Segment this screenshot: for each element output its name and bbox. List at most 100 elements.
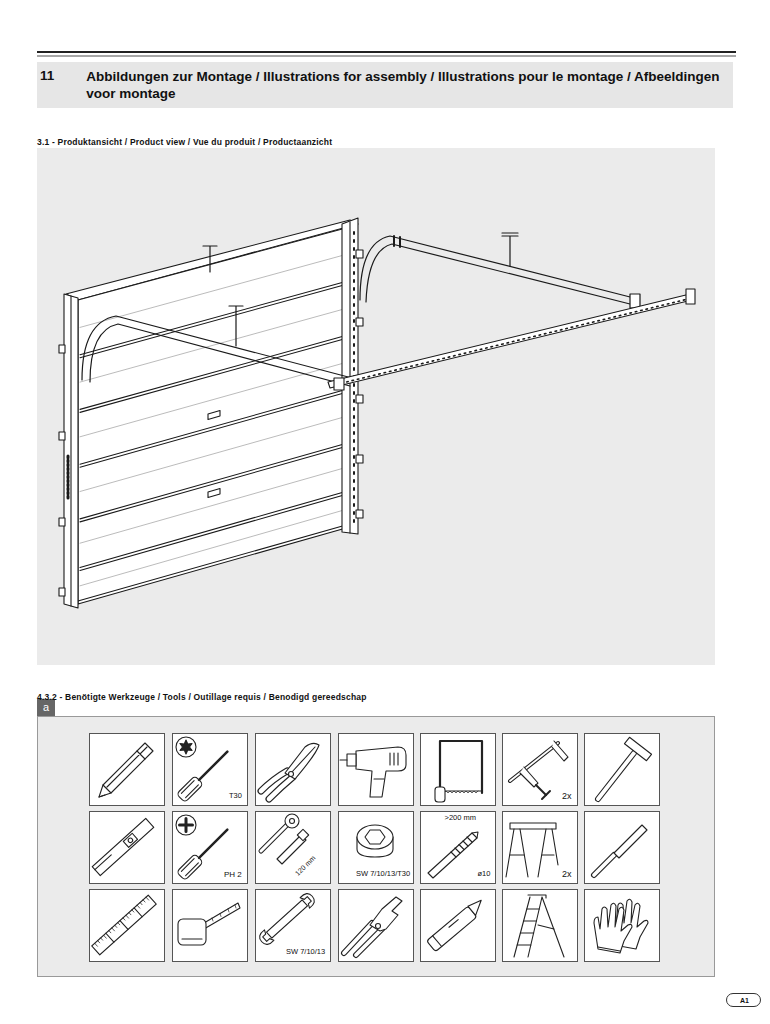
left-frame [59, 588, 65, 596]
stepladder-icon [517, 909, 539, 945]
utility-knife-icon [427, 906, 477, 951]
tape-measure-icon [204, 903, 240, 929]
hammer-icon [625, 737, 652, 760]
right-track [360, 236, 634, 300]
spirit-level-icon [127, 837, 133, 843]
trestle-icon [506, 829, 558, 877]
door-handles [208, 489, 220, 498]
phillips-screwdriver-icon [199, 830, 227, 858]
clamp-icon [552, 741, 568, 761]
torx-screwdriver-icon [181, 781, 198, 798]
pencil-icon [99, 743, 153, 797]
panel-grooves [80, 510, 344, 586]
right-track [360, 233, 640, 308]
product-panel [37, 148, 715, 665]
dimension: >200 mm [445, 814, 476, 823]
label-holder: 4.3.2 - Benötigte Werkzeuge / Tools / Ou… [37, 686, 367, 704]
spirit-level-icon [95, 855, 111, 870]
panel-grooves [80, 309, 344, 382]
hacksaw-icon [435, 787, 445, 802]
page-number: A1 [740, 997, 749, 1005]
tool-cell: >200 mmø10 [420, 811, 495, 883]
opener-rail [334, 378, 344, 390]
drill-bit-icon [472, 832, 478, 838]
drill-icon [347, 754, 356, 766]
spirit-level-icon [123, 833, 137, 847]
left-frame [64, 294, 78, 608]
tool-cells [256, 812, 331, 884]
left-track [82, 246, 352, 386]
tool-size: SW 7/10/13 [286, 948, 325, 957]
utility-knife-icon [427, 897, 488, 951]
tool-cells [90, 812, 165, 884]
chisel-icon [594, 855, 614, 875]
drill-icon [340, 753, 398, 779]
tool-cells [256, 890, 331, 962]
dimension: 120 mm [293, 854, 317, 878]
left-frame [70, 296, 71, 606]
tool-cell: SW 7/10/13/T30 [338, 811, 413, 883]
tape-measure-icon [182, 938, 202, 939]
right-frame [356, 455, 363, 463]
phillips-screwdriver-icon [181, 859, 198, 876]
figure-letter: a [43, 701, 49, 714]
tool-cells [421, 890, 496, 962]
panel-seams [80, 282, 344, 571]
left-frame [67, 456, 70, 500]
hammer-icon [598, 753, 634, 799]
utility-knife-icon [468, 897, 486, 915]
panel-grooves [80, 255, 344, 586]
tool-cell: 120 mm [255, 811, 330, 883]
tool-size: PH 2 [224, 870, 242, 879]
water-pump-pliers-icon [370, 897, 402, 931]
folding-ruler-icon [92, 895, 157, 955]
tool-cells [503, 812, 578, 884]
spirit-level-icon [92, 818, 154, 875]
socket-extension-icon [261, 814, 309, 864]
right-frame [356, 510, 363, 518]
tool-cell: T30 [172, 733, 247, 805]
opener-rail [328, 294, 692, 388]
socket-extension-icon [261, 825, 287, 851]
panel-seams [80, 492, 344, 571]
stepladder-icon [538, 925, 554, 929]
gloves-icon [598, 947, 620, 951]
drill-bit-icon [428, 832, 478, 878]
rule-lines [37, 51, 736, 53]
tool-cells [503, 890, 578, 962]
folding-ruler-icon [95, 897, 149, 946]
tool-cell: 2x [502, 811, 577, 883]
tape-measure-icon [212, 905, 236, 921]
tool-cells [339, 890, 414, 962]
tool-size: T30 [229, 792, 242, 801]
right-track [394, 236, 400, 247]
section-number: 11 [40, 68, 54, 84]
open-wrench-icon [257, 891, 317, 947]
torx-screwdriver-icon [176, 737, 196, 757]
open-wrench-icon [257, 891, 317, 947]
tools-panel [38, 717, 715, 977]
chisel-icon [614, 825, 647, 858]
spirit-level-icon [92, 818, 154, 875]
left-frame [59, 345, 65, 353]
right-track [630, 294, 640, 308]
door-handles [208, 411, 220, 498]
side-cutter-icon [261, 771, 293, 799]
left-frame [59, 294, 78, 608]
side-cutter-icon [289, 772, 294, 777]
pencil-icon [99, 743, 153, 797]
side-cutter-icon [261, 771, 293, 799]
clamp-icon [542, 791, 550, 799]
phillips-screwdriver-icon [176, 815, 232, 881]
torx-screwdriver-icon [176, 737, 232, 803]
stepladder-icon [514, 895, 564, 957]
figure-heading: 4.3.2 - Benötigte Werkzeuge / Tools / Ou… [37, 692, 367, 702]
folding-ruler-icon [92, 895, 157, 955]
tool-cells [173, 890, 248, 962]
chisel-icon [594, 855, 614, 875]
right-frame [356, 395, 363, 403]
panel-grooves [80, 417, 344, 492]
hammer-icon [598, 737, 652, 799]
socket-extension-icon [285, 814, 299, 828]
quantity: 2x [562, 791, 572, 801]
